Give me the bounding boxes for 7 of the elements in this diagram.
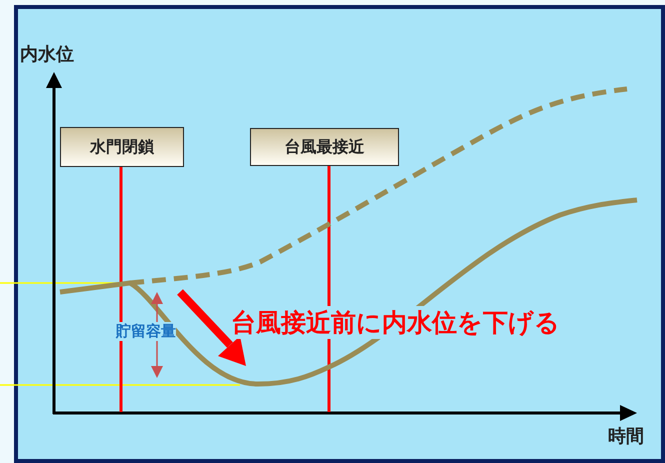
storage-label: 貯留容量 bbox=[116, 322, 176, 341]
leader-line bbox=[328, 166, 330, 412]
event-label-box: 台風最接近 bbox=[250, 128, 399, 166]
leader-line bbox=[120, 167, 122, 412]
axis-title: 内水位 bbox=[20, 43, 74, 66]
axis-title: 時間 bbox=[608, 425, 644, 448]
event-label-box: 水門閉鎖 bbox=[60, 127, 184, 167]
